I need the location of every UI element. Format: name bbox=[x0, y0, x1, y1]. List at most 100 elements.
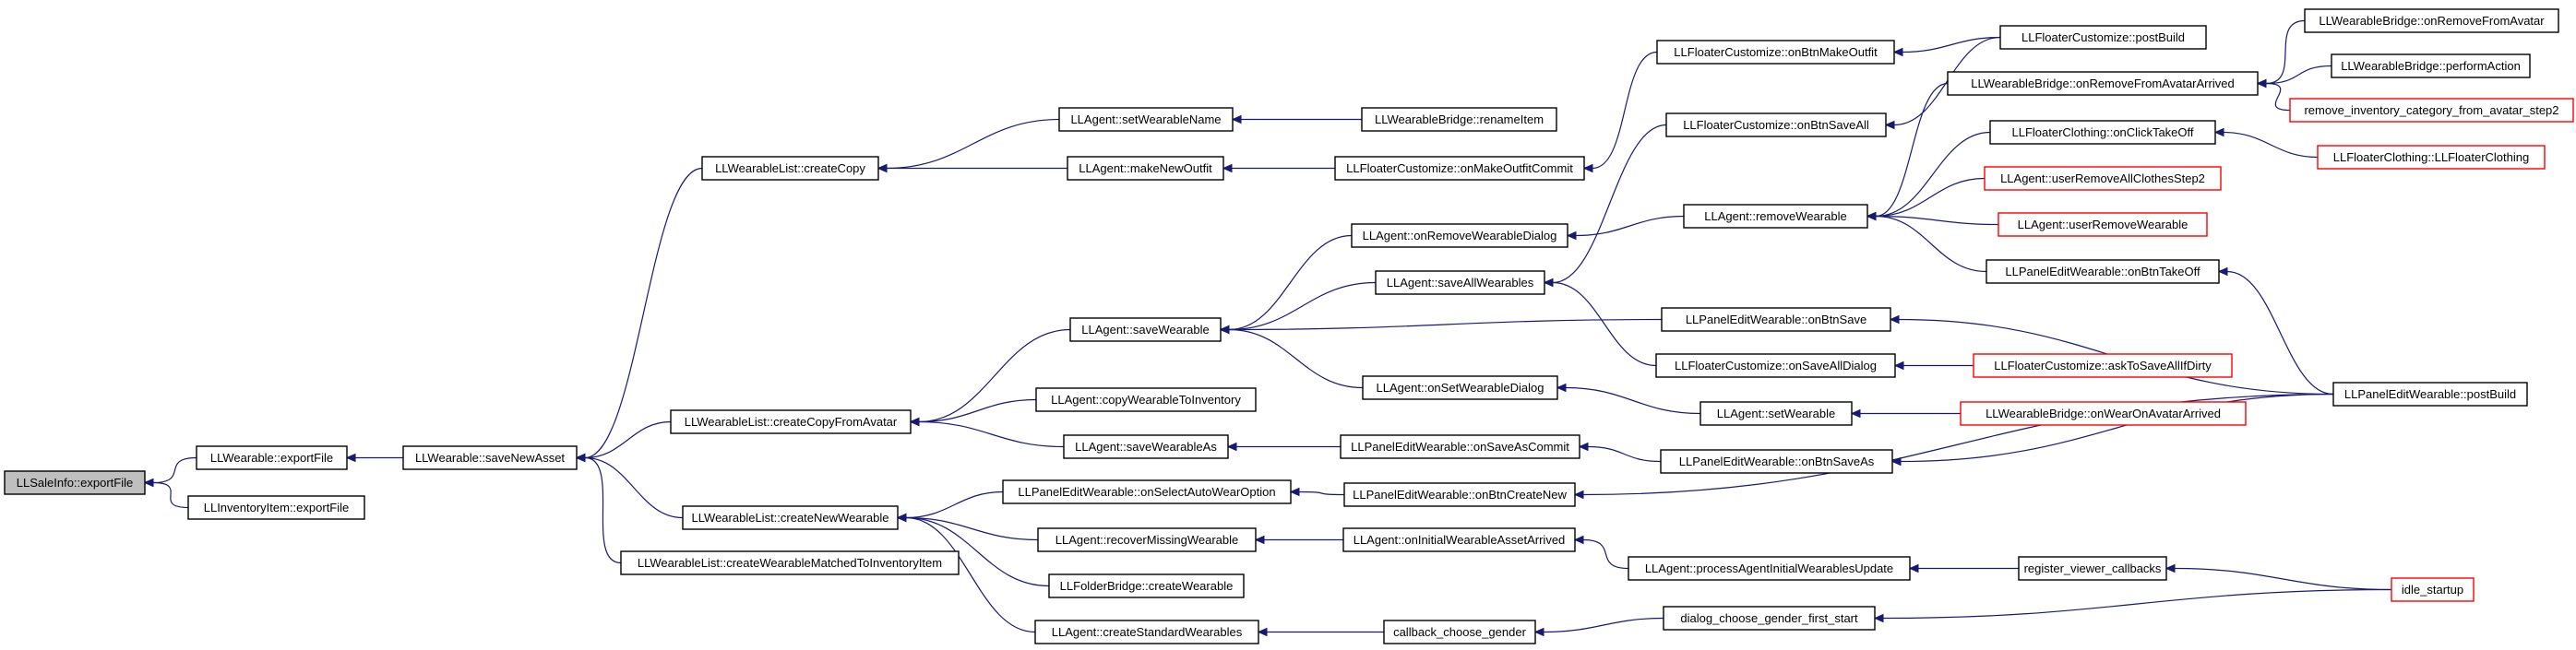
node-box[interactable] bbox=[1989, 120, 2216, 145]
node-llagent-onsetwearabledialog[interactable]: LLAgent::onSetWearableDialog bbox=[1362, 375, 1558, 400]
node-box[interactable] bbox=[1034, 620, 1259, 644]
node-box[interactable] bbox=[1002, 479, 1292, 504]
node-box[interactable] bbox=[1375, 270, 1545, 295]
node-box[interactable] bbox=[1342, 527, 1576, 552]
node-llwearablebridge-onremovefromavatararrived[interactable]: LLWearableBridge::onRemoveFromAvatarArri… bbox=[1947, 71, 2259, 96]
node-llwearablelist-createcopy[interactable]: LLWearableList::createCopy bbox=[701, 156, 879, 181]
node-box[interactable] bbox=[1063, 434, 1229, 459]
node-llinventoryitem-exportfile[interactable]: LLInventoryItem::exportFile bbox=[187, 495, 365, 520]
node-llagent-copywearabletoinventory[interactable]: LLAgent::copyWearableToInventory bbox=[1035, 387, 1257, 412]
node-llfolderbridge-createwearable[interactable]: LLFolderBridge::createWearable bbox=[1048, 573, 1245, 598]
node-box[interactable] bbox=[4, 470, 146, 495]
node-box[interactable] bbox=[1058, 107, 1234, 132]
node-box[interactable] bbox=[187, 495, 365, 520]
node-remove-inventory-category-from-avatar-step2[interactable]: remove_inventory_category_from_avatar_st… bbox=[2289, 98, 2574, 123]
node-box[interactable] bbox=[1334, 156, 1585, 181]
node-box[interactable] bbox=[1067, 156, 1224, 181]
node-box[interactable] bbox=[620, 550, 960, 575]
node-box[interactable] bbox=[1683, 204, 1868, 229]
node-llpaneleditwearable-onselectautowearoption[interactable]: LLPanelEditWearable::onSelectAutoWearOpt… bbox=[1002, 479, 1292, 504]
node-box[interactable] bbox=[1984, 166, 2222, 191]
node-llagent-userremovewearable[interactable]: LLAgent::userRemoveWearable bbox=[1998, 212, 2208, 237]
node-llwearable-savenewasset[interactable]: LLWearable::saveNewAsset bbox=[402, 445, 578, 470]
node-box[interactable] bbox=[2332, 382, 2528, 407]
node-box[interactable] bbox=[1665, 112, 1887, 137]
node-idle-startup[interactable]: idle_startup bbox=[2391, 577, 2475, 602]
node-box[interactable] bbox=[1999, 25, 2207, 50]
node-llagent-createstandardwearables[interactable]: LLAgent::createStandardWearables bbox=[1034, 620, 1259, 644]
node-llwearablebridge-renameitem[interactable]: LLWearableBridge::renameItem bbox=[1361, 107, 1557, 132]
node-box[interactable] bbox=[1383, 620, 1536, 644]
node-llagent-saveallwearables[interactable]: LLAgent::saveAllWearables bbox=[1375, 270, 1545, 295]
node-llagent-savewearableas[interactable]: LLAgent::saveWearableAs bbox=[1063, 434, 1229, 459]
node-register-viewer-callbacks[interactable]: register_viewer_callbacks bbox=[2018, 556, 2167, 581]
node-box[interactable] bbox=[1361, 107, 1557, 132]
node-llagent-setwearable[interactable]: LLAgent::setWearable bbox=[1699, 401, 1853, 426]
node-llwearablebridge-performaction[interactable]: LLWearableBridge::performAction bbox=[2331, 53, 2531, 78]
node-box[interactable] bbox=[1343, 482, 1576, 507]
node-callback-choose-gender[interactable]: callback_choose_gender bbox=[1383, 620, 1536, 644]
node-llfloaterclothing-onclicktakeoff[interactable]: LLFloaterClothing::onClickTakeOff bbox=[1989, 120, 2216, 145]
node-box[interactable] bbox=[1655, 353, 1896, 378]
node-llpaneleditwearable-postbuild[interactable]: LLPanelEditWearable::postBuild bbox=[2332, 382, 2528, 407]
node-llpaneleditwearable-onbtnsave[interactable]: LLPanelEditWearable::onBtnSave bbox=[1661, 307, 1891, 332]
node-box[interactable] bbox=[2289, 98, 2574, 123]
node-box[interactable] bbox=[2304, 8, 2559, 33]
node-box[interactable] bbox=[2391, 577, 2475, 602]
node-llwearable-exportfile[interactable]: LLWearable::exportFile bbox=[196, 445, 348, 470]
node-llfloatercustomize-onmakeoutfitcommit[interactable]: LLFloaterCustomize::onMakeOutfitCommit bbox=[1334, 156, 1585, 181]
node-llagent-onremovewearabledialog[interactable]: LLAgent::onRemoveWearableDialog bbox=[1351, 223, 1568, 248]
node-dialog-choose-gender-first-start[interactable]: dialog_choose_gender_first_start bbox=[1663, 606, 1876, 631]
node-llagent-processagentinitialwearablesupdate[interactable]: LLAgent::processAgentInitialWearablesUpd… bbox=[1628, 556, 1911, 581]
node-box[interactable] bbox=[196, 445, 348, 470]
node-box[interactable] bbox=[670, 409, 912, 434]
node-llsaleinfo-exportfile[interactable]: LLSaleInfo::exportFile bbox=[4, 470, 146, 495]
node-llagent-recovermissingwearable[interactable]: LLAgent::recoverMissingWearable bbox=[1037, 527, 1257, 552]
node-box[interactable] bbox=[1628, 556, 1911, 581]
node-box[interactable] bbox=[1960, 401, 2247, 426]
node-llagent-makenewoutfit[interactable]: LLAgent::makeNewOutfit bbox=[1067, 156, 1224, 181]
node-box[interactable] bbox=[1973, 353, 2233, 378]
node-box[interactable] bbox=[682, 505, 899, 530]
node-box[interactable] bbox=[1069, 317, 1222, 342]
node-box[interactable] bbox=[1660, 449, 1893, 474]
node-llagent-setwearablename[interactable]: LLAgent::setWearableName bbox=[1058, 107, 1234, 132]
node-box[interactable] bbox=[1947, 71, 2259, 96]
node-box[interactable] bbox=[1663, 606, 1876, 631]
node-llfloatercustomize-onbtnmakeoutfit[interactable]: LLFloaterCustomize::onBtnMakeOutfit bbox=[1656, 40, 1895, 65]
node-box[interactable] bbox=[1661, 307, 1891, 332]
node-llfloatercustomize-onbtnsaveall[interactable]: LLFloaterCustomize::onBtnSaveAll bbox=[1665, 112, 1887, 137]
node-llwearablelist-createcopyfromavatar[interactable]: LLWearableList::createCopyFromAvatar bbox=[670, 409, 912, 434]
node-llpaneleditwearable-onbtntakeoff[interactable]: LLPanelEditWearable::onBtnTakeOff bbox=[1986, 259, 2220, 284]
node-llwearablebridge-onremovefromavatar[interactable]: LLWearableBridge::onRemoveFromAvatar bbox=[2304, 8, 2559, 33]
node-box[interactable] bbox=[1362, 375, 1558, 400]
node-box[interactable] bbox=[2018, 556, 2167, 581]
node-llwearablelist-createnewwearable[interactable]: LLWearableList::createNewWearable bbox=[682, 505, 899, 530]
node-llagent-oninitialwearableassetarrived[interactable]: LLAgent::onInitialWearableAssetArrived bbox=[1342, 527, 1576, 552]
node-box[interactable] bbox=[1340, 434, 1580, 459]
node-llfloatercustomize-asktosaveallifdirty[interactable]: LLFloaterCustomize::askToSaveAllIfDirty bbox=[1973, 353, 2233, 378]
node-llfloatercustomize-onsavealldialog[interactable]: LLFloaterCustomize::onSaveAllDialog bbox=[1655, 353, 1896, 378]
node-box[interactable] bbox=[1998, 212, 2208, 237]
node-llagent-userremoveallclothesstep2[interactable]: LLAgent::userRemoveAllClothesStep2 bbox=[1984, 166, 2222, 191]
node-box[interactable] bbox=[2317, 145, 2546, 170]
node-box[interactable] bbox=[1351, 223, 1568, 248]
node-box[interactable] bbox=[402, 445, 578, 470]
node-box[interactable] bbox=[1048, 573, 1245, 598]
node-box[interactable] bbox=[1986, 259, 2220, 284]
node-box[interactable] bbox=[1037, 527, 1257, 552]
node-llwearablebridge-onwearonavatararrived[interactable]: LLWearableBridge::onWearOnAvatarArrived bbox=[1960, 401, 2247, 426]
node-llwearablelist-createwearablematchedtoinventoryitem[interactable]: LLWearableList::createWearableMatchedToI… bbox=[620, 550, 960, 575]
node-box[interactable] bbox=[1035, 387, 1257, 412]
node-llpaneleditwearable-onbtnsaveas[interactable]: LLPanelEditWearable::onBtnSaveAs bbox=[1660, 449, 1893, 474]
node-box[interactable] bbox=[2331, 53, 2531, 78]
node-box[interactable] bbox=[1699, 401, 1853, 426]
node-llagent-removewearable[interactable]: LLAgent::removeWearable bbox=[1683, 204, 1868, 229]
node-llfloaterclothing-llfloaterclothing[interactable]: LLFloaterClothing::LLFloaterClothing bbox=[2317, 145, 2546, 170]
node-box[interactable] bbox=[1656, 40, 1895, 65]
node-llpaneleditwearable-onsaveascommit[interactable]: LLPanelEditWearable::onSaveAsCommit bbox=[1340, 434, 1580, 459]
node-llpaneleditwearable-onbtncreatenew[interactable]: LLPanelEditWearable::onBtnCreateNew bbox=[1343, 482, 1576, 507]
node-box[interactable] bbox=[701, 156, 879, 181]
node-llfloatercustomize-postbuild[interactable]: LLFloaterCustomize::postBuild bbox=[1999, 25, 2207, 50]
node-llagent-savewearable[interactable]: LLAgent::saveWearable bbox=[1069, 317, 1222, 342]
